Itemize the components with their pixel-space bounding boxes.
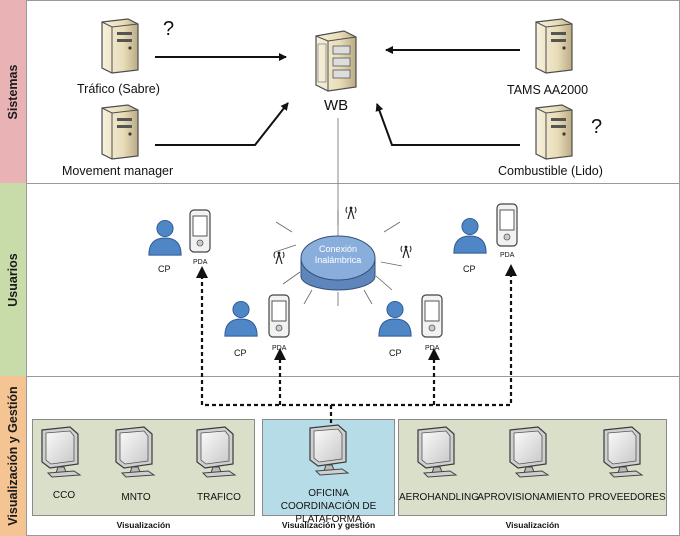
label-tams: TAMS AA2000 [507,83,589,97]
arrow-movement-wb [155,102,289,146]
caption-visualizacion-left: Visualización [116,520,171,530]
label-combustible: Combustible (Lido) [498,164,603,178]
monitor-icon-aprovisionamiento [509,426,549,478]
monitor-icon-proveedores [603,426,643,478]
label-movement: Movement manager [62,164,174,178]
pda-icon [421,294,443,338]
label-pda: PDA [500,252,515,259]
label-cp: CP [463,264,476,274]
label-wireless: Conexión Inalámbrica [314,244,362,265]
pda-icon [189,209,211,253]
server-icon-movement [101,104,139,160]
server-icon-wb [315,30,357,92]
person-icon [378,300,412,337]
dotted-bus [200,273,513,463]
label-cco: CCO [52,490,76,501]
antenna-icon [273,251,285,265]
server-icon-tams [535,18,573,74]
label-trafico: Tráfico (Sabre) [77,82,160,96]
server-icon-trafico [101,18,139,74]
label-cp: CP [158,264,171,274]
monitor-icon-oficina [309,424,349,476]
question-mark-trafico: ? [163,18,175,40]
label-cp: CP [234,348,247,358]
label-oficina: OFICINA COORDINACIÓN DE PLATAFORMA [280,488,377,525]
monitor-icon-mnto [115,426,155,478]
caption-visualizacion-gestion: Visualización y gestión [281,520,376,530]
label-pda: PDA [272,345,287,352]
caption-visualizacion-right: Visualización [505,520,560,530]
label-pda: PDA [425,345,440,352]
antenna-icon [345,206,357,220]
monitor-icon-cco [41,426,81,478]
bus-arrowheads [196,264,517,360]
person-icon [148,219,182,256]
label-pda: PDA [193,259,208,266]
label-aerohandling: AEROHANDLING [399,492,480,503]
question-mark-combustible: ? [591,116,603,138]
server-icon-combustible [535,104,573,160]
label-aprovisionamiento: APROVISIONAMIENTO [477,492,585,503]
lane-label-usuarios: Usuarios [0,183,26,376]
label-wb: WB [324,97,349,114]
monitor-icon-aerohandling [417,426,457,478]
lane-label-visualizacion: Visualización y Gestión [0,376,26,536]
wireless-disc-icon [274,210,403,306]
arrow-combustible-wb [375,103,520,146]
antenna-icon [400,245,412,259]
label-cp: CP [389,348,402,358]
person-icon [453,217,487,254]
lane-label-sistemas: Sistemas [0,0,26,183]
label-proveedores: PROVEEDORES [588,492,666,503]
person-icon [224,300,258,337]
pda-icon [496,203,518,247]
monitor-icon-trafico [196,426,236,478]
pda-icon [268,294,290,338]
label-mnto: MNTO [121,492,151,503]
label-trafico-monitor: TRAFICO [197,492,241,503]
